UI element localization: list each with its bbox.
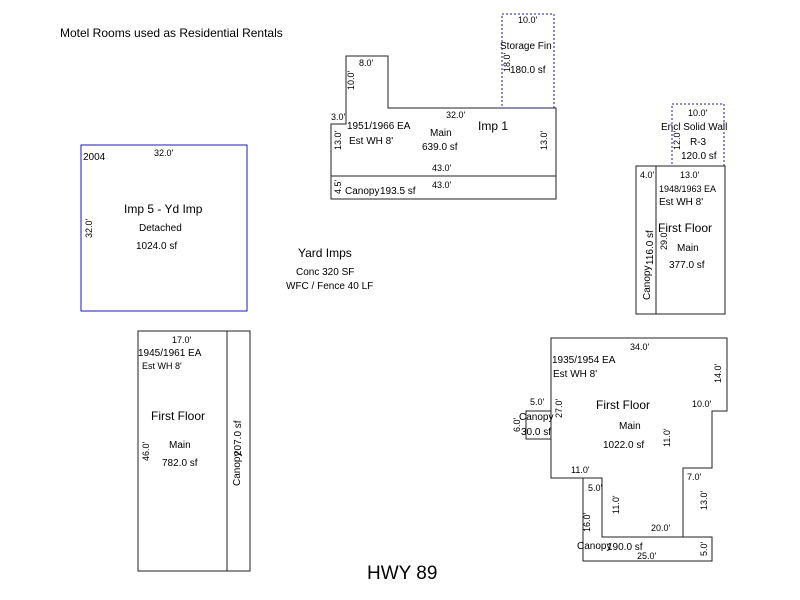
lower-right-dim-inner-height: 11.0' xyxy=(611,495,621,514)
lower-left-area: 782.0 sf xyxy=(162,458,198,469)
imp1-canopy-outline xyxy=(330,175,557,200)
right-wall-height: Est WH 8' xyxy=(659,197,703,208)
imp1-dim-bottom: 43.0' xyxy=(432,163,452,173)
lower-right-canopy2-outline xyxy=(582,477,713,562)
imp5-year: 2004 xyxy=(83,152,106,163)
lower-right-dim-left: 27.0' xyxy=(554,398,564,418)
lower-left-dim-top: 17.0' xyxy=(172,335,192,345)
right-canopy-label: Canopy xyxy=(642,266,653,300)
lower-right-dim-step-right: 10.0' xyxy=(692,399,712,409)
lower-right-dim-canopy-width: 5.0' xyxy=(530,397,545,407)
storage-dim-height: 18.0' xyxy=(502,52,512,72)
imp5-dim-top: 32.0' xyxy=(154,148,174,158)
imp5-building: 2004 32.0' 32.0' Imp 5 - Yd Imp Detached… xyxy=(80,144,248,312)
imp1-dim-tab-height: 10.0' xyxy=(346,70,356,90)
lower-right-dim-step-height: 11.0' xyxy=(662,428,672,447)
storage-outline xyxy=(501,13,555,109)
lower-right-dim-canopy2-top: 20.0' xyxy=(651,523,671,533)
lower-left-year: 1945/1961 EA xyxy=(138,348,202,359)
storage-area: 180.0 sf xyxy=(510,65,546,76)
imp1-year: 1951/1966 EA xyxy=(347,121,411,132)
right-dim-canopy-width: 4.0' xyxy=(640,170,655,180)
imp5-use: Detached xyxy=(139,223,182,234)
right-dim-height: 29.0' xyxy=(659,230,669,250)
storage-label: Storage Fin xyxy=(500,41,552,52)
imp1-canopy-label: Canopy xyxy=(345,186,379,197)
lower-right-year: 1935/1954 EA xyxy=(552,355,616,366)
right-building: 10.0' 12.0' Encl Solid Wall R-3 120.0 sf… xyxy=(635,103,727,315)
page-title: Motel Rooms used as Residential Rentals xyxy=(60,26,283,40)
lower-right-canopy2-area: 190.0 sf xyxy=(607,542,643,553)
imp5-dim-left: 32.0' xyxy=(84,218,94,238)
encl-area: 120.0 sf xyxy=(681,151,717,162)
imp1-dim-right: 13.0' xyxy=(539,130,549,150)
lower-right-canopy1-label: Canopy xyxy=(519,412,553,423)
lower-left-outline xyxy=(137,330,251,572)
lower-right-canopy1-outline xyxy=(525,410,552,440)
lower-right-dim-bottom-left: 11.0' xyxy=(571,465,590,475)
encl-dim-height: 12.0' xyxy=(672,130,682,150)
lower-right-dim-canopy2-left: 16.0' xyxy=(582,512,592,532)
lower-right-dim-top: 34.0' xyxy=(630,342,650,352)
imp1-dim-canopy-bottom: 43.0' xyxy=(432,180,452,190)
imp1-building: 8.0' 10.0' 3.0' 32.0' 13.0' 13.0' 43.0' … xyxy=(330,13,557,200)
right-use: Main xyxy=(677,243,699,254)
lower-right-dim-canopy2-right: 5.0' xyxy=(699,541,709,556)
imp1-dim-top-left: 8.0' xyxy=(359,58,374,68)
imp5-name: Imp 5 - Yd Imp xyxy=(124,202,203,216)
yard-line2: WFC / Fence 40 LF xyxy=(286,281,373,292)
lower-right-dim-right-upper: 14.0' xyxy=(713,363,723,383)
yard-imps-note: Yard Imps Conc 320 SF WFC / Fence 40 LF xyxy=(286,246,373,292)
lower-right-dim-canopy-depth: 6.0' xyxy=(512,417,522,432)
imp1-name: Imp 1 xyxy=(478,119,508,133)
right-building-outline xyxy=(635,165,726,315)
imp1-dim-notch: 3.0' xyxy=(331,112,346,122)
lower-right-floor: First Floor xyxy=(596,398,650,412)
imp1-dim-top: 32.0' xyxy=(446,110,466,120)
storage-dim-width: 10.0' xyxy=(518,15,538,25)
lower-right-dim-inner-step: 5.0' xyxy=(588,483,603,493)
lower-right-building: 34.0' 1935/1954 EA Est WH 8' 14.0' First… xyxy=(512,337,728,562)
encl-dim-width: 10.0' xyxy=(688,108,708,118)
imp1-dim-left: 13.0' xyxy=(333,130,343,150)
imp1-wall-height: Est WH 8' xyxy=(349,136,393,147)
lower-left-building: 17.0' 1945/1961 EA Est WH 8' First Floor… xyxy=(137,330,251,572)
right-canopy-area: 116.0 sf xyxy=(645,230,656,265)
imp1-area: 639.0 sf xyxy=(422,142,458,153)
lower-right-canopy2-label: Canopy xyxy=(577,541,611,552)
lower-right-dim-canopy2-bottom: 25.0' xyxy=(637,551,657,561)
street-label: HWY 89 xyxy=(367,563,437,584)
imp5-area: 1024.0 sf xyxy=(136,241,177,252)
lower-right-dim-step2: 7.0' xyxy=(687,472,702,482)
lower-left-canopy-area: 207.0 sf xyxy=(233,420,244,456)
encl-use: R-3 xyxy=(690,137,707,148)
lower-left-canopy-label: Canopy xyxy=(232,452,243,486)
lower-right-wall-height: Est WH 8' xyxy=(553,369,597,380)
imp1-use: Main xyxy=(430,128,452,139)
lower-right-use: Main xyxy=(619,421,641,432)
encl-label: Encl Solid Wall xyxy=(661,122,727,133)
imp1-canopy-area: 193.5 sf xyxy=(380,186,416,197)
lower-left-floor: First Floor xyxy=(151,409,205,423)
imp1-dim-canopy-depth: 4.5' xyxy=(333,179,343,194)
right-area: 377.0 sf xyxy=(669,260,705,271)
right-year: 1948/1963 EA xyxy=(659,184,716,194)
right-floor: First Floor xyxy=(658,221,712,235)
lower-right-area: 1022.0 sf xyxy=(603,440,644,451)
imp5-outline xyxy=(80,144,248,312)
right-dim-top: 13.0' xyxy=(680,170,700,180)
lower-left-dim-height: 46.0' xyxy=(141,441,151,461)
lower-right-canopy1-area: 30.0 sf xyxy=(521,427,551,438)
yard-line1: Conc 320 SF xyxy=(296,267,354,278)
lower-left-use: Main xyxy=(169,440,191,451)
lower-right-dim-right-lower: 13.0' xyxy=(699,490,709,510)
yard-label: Yard Imps xyxy=(298,246,352,260)
lower-left-wall-height: Est WH 8' xyxy=(142,361,182,371)
